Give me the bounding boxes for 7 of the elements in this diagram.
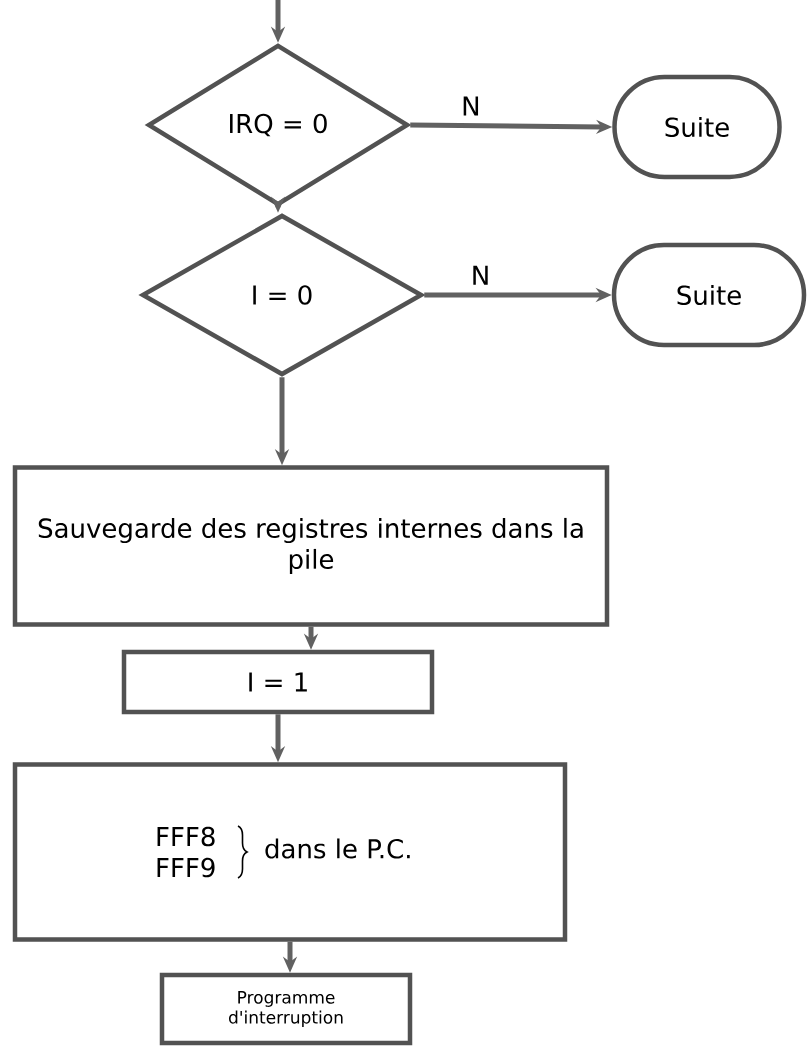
edge-label: N <box>459 94 483 118</box>
process-box: FFF8 FFF9 dans le P.C. <box>12 762 568 942</box>
terminal-box: Suite <box>612 74 782 180</box>
process-box: Programme d'interruption <box>159 972 413 1046</box>
terminal-box: Suite <box>611 242 807 348</box>
process-box: Sauvegarde des registres internes dans la pile <box>12 465 610 627</box>
process-box: I = 1 <box>121 649 435 715</box>
